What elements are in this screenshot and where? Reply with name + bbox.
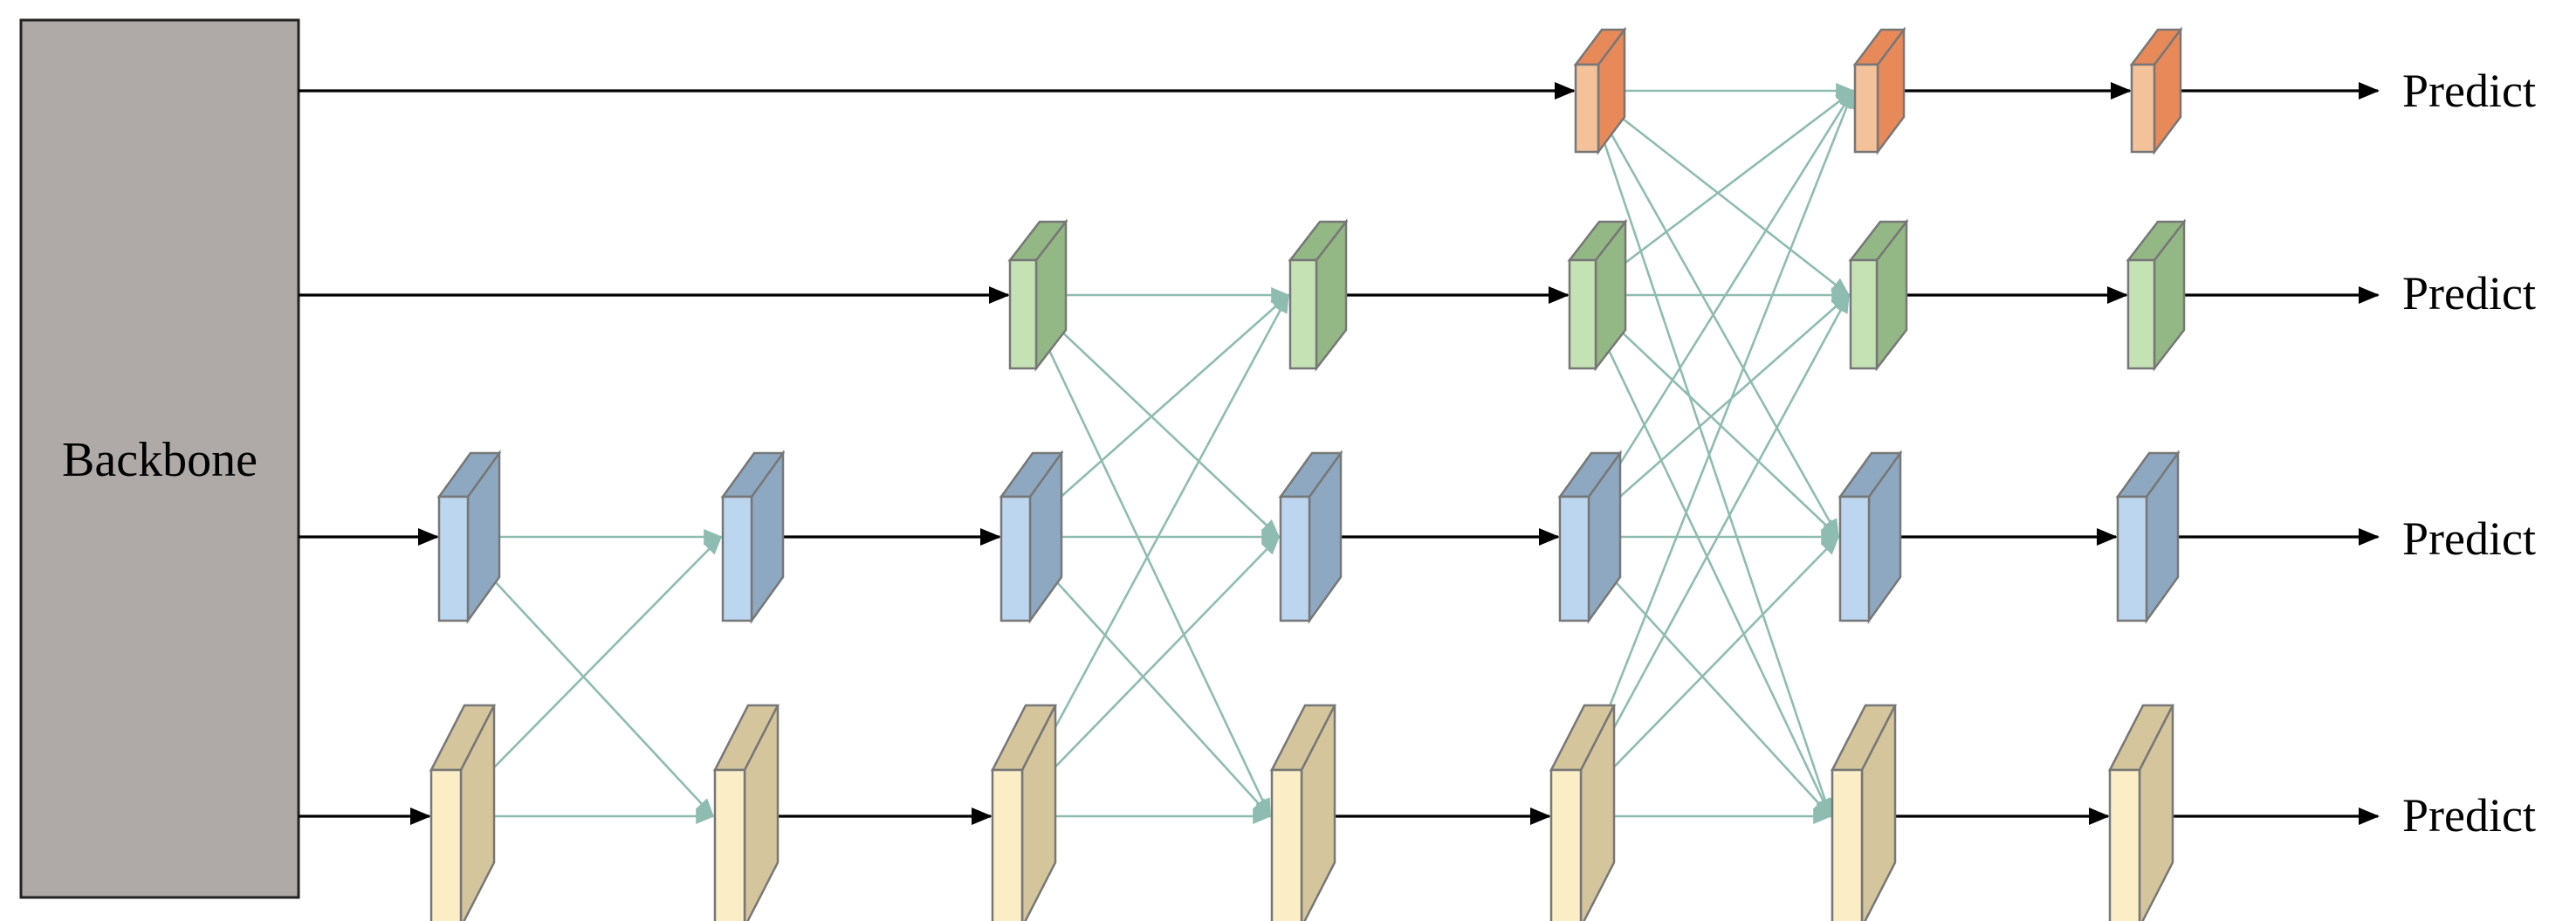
fusion-arrows bbox=[445, 83, 1855, 824]
feature-block-blue-col-1 bbox=[436, 450, 502, 624]
fusion-arrow-stage-2-l2-to-l4 bbox=[1021, 294, 1272, 818]
feature-block-blue-col-5 bbox=[1557, 450, 1623, 624]
backbone-block bbox=[19, 18, 300, 899]
feature-block-yellow-col-2 bbox=[712, 704, 780, 921]
feature-block-orange-col-5 bbox=[1573, 26, 1627, 155]
predict-label-level-1: Predict bbox=[2402, 65, 2536, 117]
backbone-label: Backbone bbox=[62, 433, 258, 487]
feature-block-blue-col-3 bbox=[999, 450, 1064, 624]
feature-block-green-col-5 bbox=[1567, 218, 1628, 372]
feature-block-blue-col-2 bbox=[720, 450, 786, 624]
feature-block-yellow-col-7 bbox=[2107, 704, 2175, 921]
feature-block-yellow-col-3 bbox=[990, 704, 1058, 921]
feature-block-green-col-3 bbox=[1007, 218, 1068, 372]
feature-block-orange-col-7 bbox=[2129, 26, 2183, 155]
predict-label-level-3: Predict bbox=[2402, 512, 2536, 565]
feature-block-yellow-col-6 bbox=[1830, 704, 1898, 921]
feature-block-orange-col-6 bbox=[1852, 26, 1906, 155]
main-arrows bbox=[299, 82, 2380, 825]
feature-blocks bbox=[429, 26, 2187, 921]
feature-block-blue-col-6 bbox=[1838, 450, 1903, 624]
feature-block-blue-col-4 bbox=[1278, 450, 1343, 624]
predict-label-level-2: Predict bbox=[2402, 267, 2536, 320]
feature-block-green-col-4 bbox=[1288, 218, 1349, 372]
feature-block-yellow-col-4 bbox=[1269, 704, 1337, 921]
feature-block-blue-col-7 bbox=[2115, 450, 2181, 624]
feature-block-yellow-col-1 bbox=[429, 704, 497, 921]
fusion-arrow-stage-3-l4-to-l1 bbox=[1564, 89, 1855, 817]
predict-label-level-4: Predict bbox=[2402, 789, 2536, 842]
feature-block-green-col-7 bbox=[2126, 218, 2187, 372]
feature-block-yellow-col-5 bbox=[1549, 704, 1617, 921]
fusion-arrow-stage-3-l2-to-l1 bbox=[1582, 89, 1855, 297]
feature-block-green-col-6 bbox=[1848, 218, 1909, 372]
